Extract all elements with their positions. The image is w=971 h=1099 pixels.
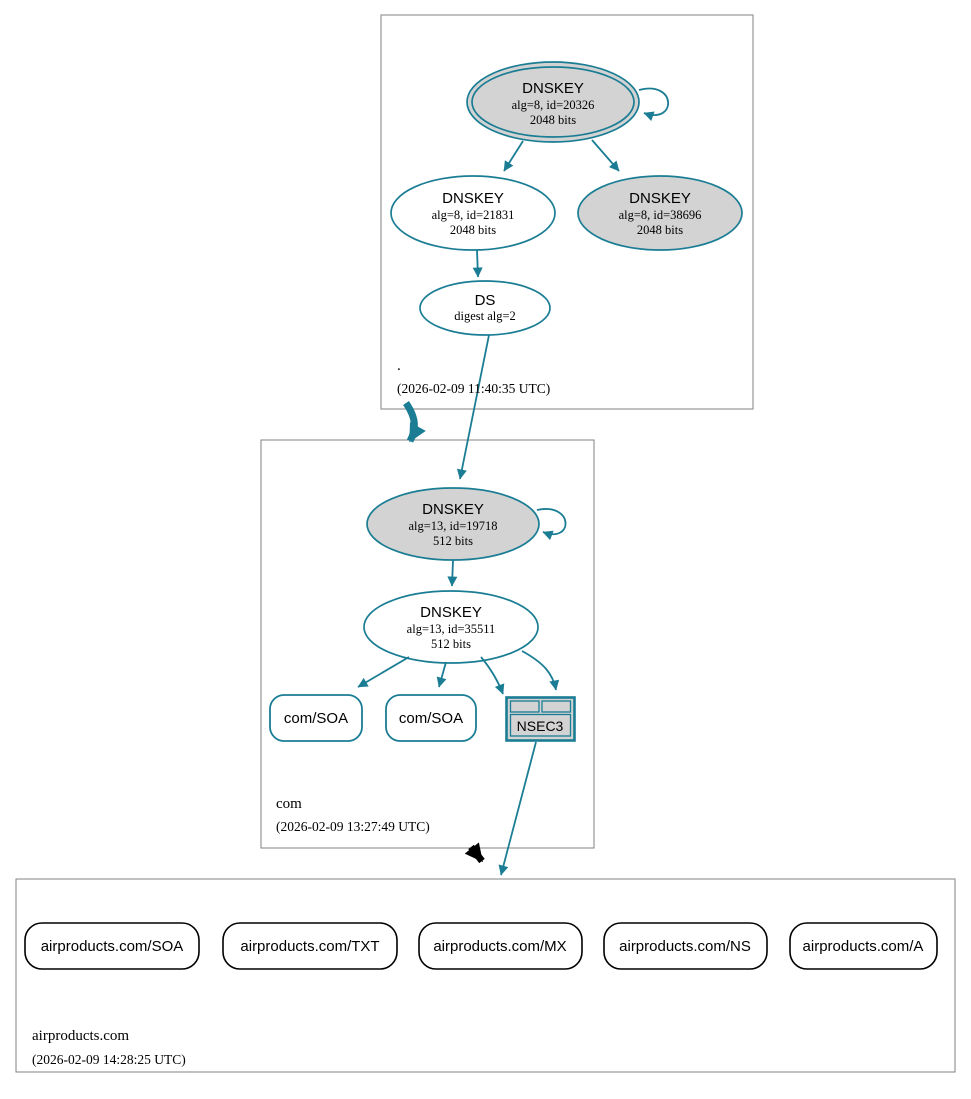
root-ksk2-title: DNSKEY xyxy=(629,190,691,207)
root-ksk-title: DNSKEY xyxy=(522,80,584,97)
edge-com-zsk-to-soa2 xyxy=(436,661,447,688)
node-airproducts-txt[interactable]: airproducts.com/TXT xyxy=(222,922,398,970)
nsec3-table[interactable] xyxy=(505,696,576,742)
zone-label-root: . xyxy=(397,358,401,374)
nsec3-cell-top-left xyxy=(509,700,540,713)
airproducts-txt-label: airproducts.com/TXT xyxy=(240,938,379,955)
edge-root-ksk-to-ksk2 xyxy=(591,139,620,172)
com-zsk-bits: 512 bits xyxy=(431,637,471,651)
root-ksk2-ellipse[interactable] xyxy=(577,175,743,251)
com-soa2-rect[interactable] xyxy=(385,694,477,742)
edge-com-zsk-to-nsec3-b xyxy=(521,650,560,691)
root-zsk-ellipse[interactable] xyxy=(390,175,556,251)
root-ksk-alg: alg=8, id=20326 xyxy=(512,98,595,112)
com-zsk-ellipse[interactable] xyxy=(363,590,539,664)
edge-com-ksk-to-zsk xyxy=(447,559,458,587)
airproducts-a-label: airproducts.com/A xyxy=(803,938,924,955)
zone-timestamp-com: (2026-02-09 13:27:49 UTC) xyxy=(276,819,430,834)
node-com-soa-2[interactable]: com/SOA xyxy=(385,694,477,742)
node-airproducts-soa[interactable]: airproducts.com/SOA xyxy=(24,922,200,970)
com-ksk-bits: 512 bits xyxy=(433,534,473,548)
node-root-ds[interactable]: DS digest alg=2 xyxy=(419,280,551,336)
root-ksk-bits: 2048 bits xyxy=(530,113,576,127)
airproducts-mx-rect[interactable] xyxy=(418,922,583,970)
ds-title: DS xyxy=(475,292,496,309)
zone-box-com xyxy=(260,439,595,849)
nsec3-cell-label xyxy=(509,713,572,737)
edge-root-ksk-selfsign xyxy=(638,87,669,121)
com-soa1-label: com/SOA xyxy=(284,710,348,727)
node-root-ksk-20326[interactable]: DNSKEY alg=8, id=20326 2048 bits xyxy=(466,61,669,143)
com-soa1-rect[interactable] xyxy=(269,694,363,742)
root-ksk-inner-ellipse xyxy=(471,66,635,138)
com-soa2-label: com/SOA xyxy=(399,710,463,727)
edge-com-zsk-to-soa1 xyxy=(357,656,410,688)
zone-label-com: com xyxy=(276,796,302,812)
node-com-zsk-35511[interactable]: DNSKEY alg=13, id=35511 512 bits xyxy=(363,590,539,664)
com-zsk-title: DNSKEY xyxy=(420,604,482,621)
root-zsk-title: DNSKEY xyxy=(442,190,504,207)
airproducts-ns-label: airproducts.com/NS xyxy=(619,938,751,955)
nsec3-cell-top-right xyxy=(541,700,572,713)
edge-ds-to-com-ksk xyxy=(456,334,490,480)
com-ksk-title: DNSKEY xyxy=(422,501,484,518)
node-root-ksk-38696[interactable]: DNSKEY alg=8, id=38696 2048 bits xyxy=(577,175,743,251)
zone-timestamp-root: (2026-02-09 11:40:35 UTC) xyxy=(397,381,550,396)
node-airproducts-mx[interactable]: airproducts.com/MX xyxy=(418,922,583,970)
root-ksk2-alg: alg=8, id=38696 xyxy=(619,208,702,222)
edge-com-zsk-to-nsec3-a xyxy=(480,656,505,695)
edge-root-ksk-to-zsk xyxy=(503,140,524,172)
edge-nsec3-to-airproducts xyxy=(498,741,537,876)
com-ksk-alg: alg=13, id=19718 xyxy=(408,519,497,533)
edge-com-to-airproducts-delegation xyxy=(464,842,485,864)
zone-box-airproducts xyxy=(15,878,956,1073)
edge-com-ksk-selfsign xyxy=(536,508,567,541)
zone-box-root xyxy=(380,14,754,410)
node-airproducts-a[interactable]: airproducts.com/A xyxy=(789,922,938,970)
ds-ellipse[interactable] xyxy=(419,280,551,336)
airproducts-a-rect[interactable] xyxy=(789,922,938,970)
com-zsk-alg: alg=13, id=35511 xyxy=(407,622,496,636)
airproducts-txt-rect[interactable] xyxy=(222,922,398,970)
node-airproducts-ns[interactable]: airproducts.com/NS xyxy=(603,922,768,970)
node-com-ksk-19718[interactable]: DNSKEY alg=13, id=19718 512 bits xyxy=(366,487,567,561)
root-zsk-bits: 2048 bits xyxy=(450,223,496,237)
airproducts-ns-rect[interactable] xyxy=(603,922,768,970)
airproducts-mx-label: airproducts.com/MX xyxy=(433,938,566,955)
airproducts-soa-label: airproducts.com/SOA xyxy=(41,938,184,955)
nsec3-label: NSEC3 xyxy=(517,718,564,734)
ds-alg: digest alg=2 xyxy=(454,309,516,323)
root-zsk-alg: alg=8, id=21831 xyxy=(432,208,515,222)
root-ksk-outer-ellipse[interactable] xyxy=(466,61,640,143)
zone-timestamp-airproducts: (2026-02-09 14:28:25 UTC) xyxy=(32,1052,186,1067)
node-com-soa-1[interactable]: com/SOA xyxy=(269,694,363,742)
node-root-zsk-21831[interactable]: DNSKEY alg=8, id=21831 2048 bits xyxy=(390,175,556,251)
zone-label-airproducts: airproducts.com xyxy=(32,1028,129,1044)
airproducts-soa-rect[interactable] xyxy=(24,922,200,970)
root-ksk2-bits: 2048 bits xyxy=(637,223,683,237)
node-com-nsec3[interactable]: NSEC3 xyxy=(505,696,576,742)
edge-root-zsk-to-ds xyxy=(472,249,483,278)
edge-root-to-com-delegation xyxy=(403,401,426,443)
